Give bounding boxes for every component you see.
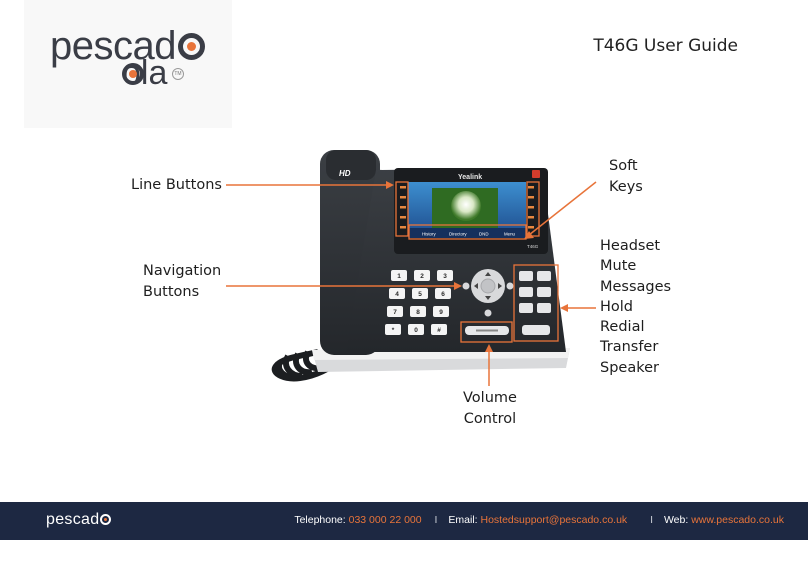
email-label: Email: <box>448 514 478 526</box>
callout-navigation-line-2: Buttons <box>143 284 200 300</box>
brand-label: Yealink <box>458 174 482 181</box>
line-keys-right <box>528 186 534 229</box>
callout-volume-line-1: Volume <box>463 390 517 406</box>
navigation-cluster <box>462 269 514 317</box>
key-8: 8 <box>416 309 420 316</box>
key-star: * <box>392 327 395 334</box>
callout-hold: Hold <box>600 298 634 315</box>
callout-feature-keys: Headset Mute Messages Hold Redial Transf… <box>600 236 671 378</box>
key-4: 4 <box>395 291 399 298</box>
callout-soft-keys-line-1: Soft <box>609 158 638 174</box>
key-2: 2 <box>420 273 424 280</box>
logo-panel: pescad ola TM <box>24 0 232 128</box>
web-label: Web: <box>663 514 689 526</box>
callout-line-buttons: Line Buttons <box>131 177 222 193</box>
footer-logo: pescad <box>46 511 112 529</box>
callout-speaker: Speaker <box>600 359 659 376</box>
footer-bar: pescad Telephone: 033 000 22 000 I Email… <box>0 502 808 540</box>
key-6: 6 <box>441 291 445 298</box>
callout-headset: Headset <box>600 238 661 254</box>
page-title: T46G User Guide <box>593 36 738 56</box>
footer-logo-text: pescad <box>46 511 100 528</box>
callout-redial: Redial <box>600 319 645 336</box>
callout-volume: Volume Control <box>463 388 517 430</box>
screen-tab-1: History <box>422 232 436 237</box>
logo-o-icon <box>177 33 205 60</box>
callout-navigation: Navigation Buttons <box>143 261 221 303</box>
logo-text-top: pescad <box>50 24 176 68</box>
separator-2: I <box>650 514 654 526</box>
logo-o-small-icon <box>122 63 144 85</box>
screen-tab-3: DND <box>479 232 489 237</box>
separator-1: I <box>434 514 438 526</box>
phone-illustration: HD Yealink History Directory DND Menu T4… <box>226 150 597 386</box>
callout-arrows <box>226 181 597 386</box>
screen-tab-4: Menu <box>504 232 516 237</box>
feature-keys <box>519 271 551 335</box>
key-9: 9 <box>439 309 443 316</box>
callout-transfer: Transfer <box>600 339 659 356</box>
footer-contact: Telephone: 033 000 22 000 I Email: Hoste… <box>294 514 784 526</box>
callout-soft-keys: Soft Keys <box>609 156 643 198</box>
callout-messages: Messages <box>600 278 672 295</box>
callout-boxes <box>395 181 559 343</box>
key-1: 1 <box>397 273 401 280</box>
model-label: T46G <box>527 244 539 249</box>
callout-navigation-line-1: Navigation <box>143 263 222 279</box>
line-keys-left <box>400 186 406 229</box>
dandelion-image <box>451 191 481 221</box>
callout-soft-keys-line-2: Keys <box>609 179 643 195</box>
telephone-label: Telephone: <box>294 514 346 526</box>
ola-logo: ola <box>122 56 167 90</box>
pescado-logo: pescad <box>50 26 205 66</box>
keypad: 1 2 3 4 5 6 7 8 9 * 0 # <box>385 270 453 335</box>
key-5: 5 <box>418 291 422 298</box>
email-link[interactable]: Hostedsupport@pescado.co.uk <box>480 514 628 526</box>
svg-text:HD: HD <box>339 169 351 178</box>
callout-volume-line-2: Control <box>463 411 517 427</box>
key-3: 3 <box>443 273 447 280</box>
footer-logo-o-icon <box>100 514 112 525</box>
key-hash: # <box>437 327 441 334</box>
key-7: 7 <box>393 309 397 316</box>
screen-tab-2: Directory <box>449 232 467 237</box>
key-0: 0 <box>414 327 418 334</box>
telephone-link[interactable]: 033 000 22 000 <box>348 514 422 526</box>
web-link[interactable]: www.pescado.co.uk <box>691 514 784 526</box>
trademark-badge: TM <box>172 68 184 80</box>
callout-mute: Mute <box>600 258 637 275</box>
